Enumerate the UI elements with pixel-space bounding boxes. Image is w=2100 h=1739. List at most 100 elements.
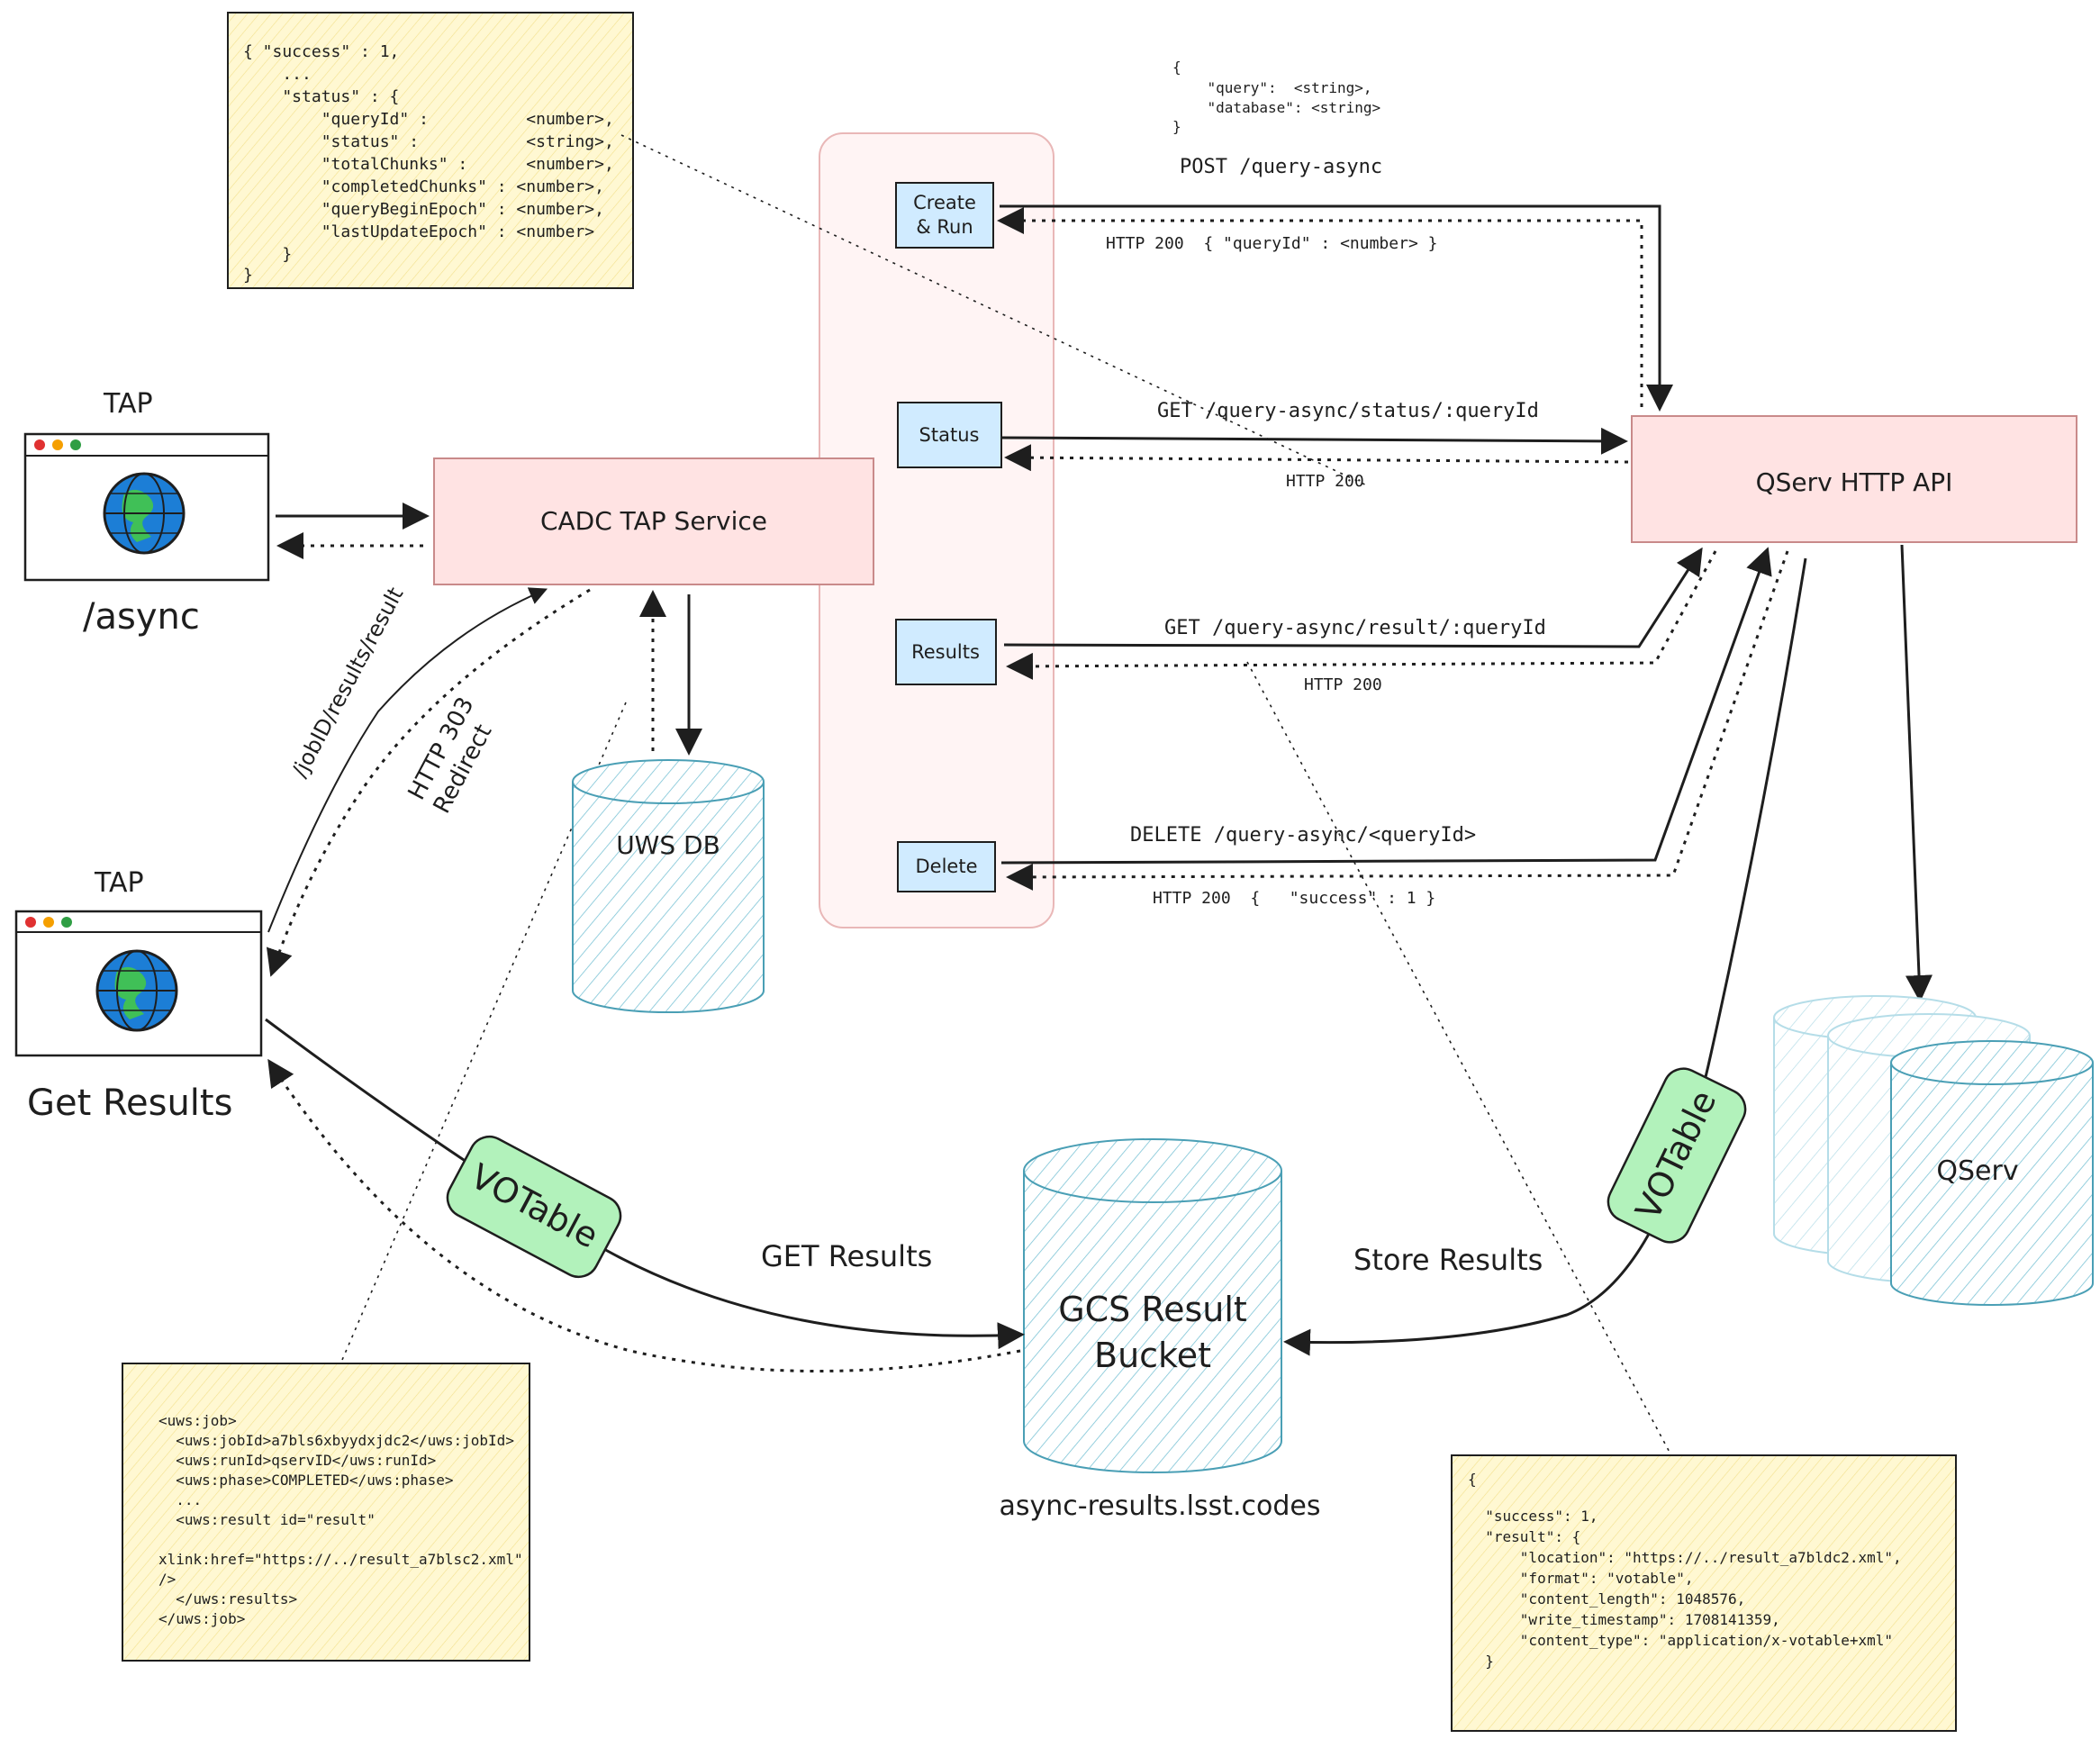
- window-maximize-dot: [61, 917, 72, 928]
- note-line: { "success" : 1,: [243, 42, 399, 61]
- result-request-arc: [267, 587, 548, 933]
- note-line: "content_type": "application/x-votable+x…: [1468, 1632, 1893, 1649]
- cadc-tap-service[interactable]: CADC TAP Service: [433, 457, 874, 585]
- post-response-label: HTTP 200 { "queryId" : <number> }: [1106, 234, 1437, 253]
- note-line: />: [158, 1571, 176, 1588]
- note-line: ...: [243, 65, 312, 84]
- gcs-bucket-label: Bucket: [1094, 1336, 1211, 1375]
- redirect-arc: [266, 588, 591, 977]
- note-line: "completedChunks" : <number>,: [243, 177, 604, 196]
- qserv-http-api[interactable]: QServ HTTP API: [1631, 415, 2077, 543]
- get-results-response-arrow: [267, 1058, 1021, 1372]
- globe-icon: [103, 472, 186, 555]
- votable-badge: VOTable: [1607, 1067, 1747, 1244]
- delete-label: Delete: [916, 856, 978, 877]
- votable-badge: VOTable: [446, 1135, 622, 1279]
- store-results-label: Store Results: [1353, 1243, 1543, 1277]
- note-line: ...: [158, 1491, 202, 1508]
- note-connector: [1246, 661, 1674, 1460]
- tap-results-client[interactable]: [14, 910, 263, 1057]
- note-line: <uws:jobId>a7bls6xbyydxjdc2</uws:jobId>: [158, 1432, 514, 1449]
- note-line: }: [243, 266, 253, 285]
- note-line: "write_timestamp": 1708141359,: [1468, 1611, 1780, 1628]
- note-line: "status" : <string>,: [243, 132, 614, 151]
- note-line: "location": "https://../result_a7bldc2.x…: [1468, 1549, 1902, 1566]
- result-request-arrow: [1003, 547, 1703, 648]
- status-label: Status: [919, 424, 980, 446]
- post-body-line: "query": <string>,: [1172, 79, 1372, 96]
- results-action[interactable]: Results: [895, 619, 997, 685]
- post-body-line: {: [1172, 59, 1181, 76]
- create-run-action[interactable]: Create & Run: [895, 182, 994, 249]
- status-json-note: { "success" : 1, ... "status" : { "query…: [227, 12, 634, 289]
- status-request-arrow: [1000, 427, 1628, 455]
- note-line: "result": {: [1468, 1528, 1580, 1545]
- window-maximize-dot: [70, 439, 81, 450]
- gcs-bucket-label: GCS Result: [1058, 1290, 1247, 1329]
- delete-request-arrow: [1000, 547, 1772, 865]
- note-line: <uws:runId>qservID</uws:runId>: [158, 1452, 436, 1469]
- uws-db-label: UWS DB: [616, 830, 720, 860]
- note-line: <uws:phase>COMPLETED</uws:phase>: [158, 1472, 454, 1489]
- get-results-label: GET Results: [761, 1239, 932, 1273]
- gcs-bucket-caption: async-results.lsst.codes: [999, 1490, 1320, 1522]
- uws-db: UWS DB: [572, 759, 765, 1013]
- gcs-result-bucket: GCS Result Bucket: [1023, 1138, 1282, 1473]
- cadc-tap-service-label: CADC TAP Service: [540, 506, 767, 536]
- note-line: {: [1468, 1471, 1477, 1488]
- results-label: Results: [911, 641, 980, 663]
- note-line: <uws:result id="result": [158, 1511, 376, 1528]
- note-line: "status" : {: [243, 87, 399, 106]
- qserv-db: QServ: [1773, 995, 2094, 1306]
- post-body-line: "database": <string>: [1172, 99, 1380, 116]
- tap-async-client[interactable]: [23, 432, 270, 582]
- tap-async-label: TAP: [103, 388, 153, 420]
- tap-async-caption: /async: [83, 596, 200, 638]
- post-body-text: { "query": <string>, "database": <string…: [1172, 59, 1380, 135]
- post-body-line: }: [1172, 118, 1181, 135]
- get-results-arrow: [265, 1018, 1025, 1350]
- globe-icon: [95, 949, 178, 1032]
- post-response-arrow: [997, 207, 1643, 407]
- result-response-label: HTTP 200: [1304, 675, 1382, 694]
- note-line: xlink:href="https://../result_a7blsc2.xm…: [158, 1551, 523, 1568]
- status-response-label: HTTP 200: [1286, 472, 1364, 491]
- status-action[interactable]: Status: [897, 402, 1002, 468]
- note-line: </uws:job>: [158, 1610, 245, 1627]
- note-line: "queryId" : <number>,: [243, 110, 614, 129]
- note-line: "success": 1,: [1468, 1508, 1598, 1525]
- result-request-label: GET /query-async/result/:queryId: [1164, 617, 1546, 639]
- tap-results-label: TAP: [94, 867, 144, 899]
- note-line: "totalChunks" : <number>,: [243, 155, 614, 174]
- note-line: }: [1468, 1653, 1494, 1670]
- window-minimize-dot: [43, 917, 54, 928]
- delete-action[interactable]: Delete: [897, 841, 996, 892]
- result-response-arrow: [1006, 550, 1717, 680]
- note-line: }: [243, 245, 292, 264]
- delete-response-label: HTTP 200 { "success" : 1 }: [1153, 889, 1435, 908]
- tap-results-caption: Get Results: [27, 1082, 232, 1124]
- delete-response-arrow: [1006, 550, 1789, 891]
- delete-request-label: DELETE /query-async/<queryId>: [1130, 824, 1476, 847]
- post-request-arrow: [1000, 204, 1673, 412]
- result-json-note: { "success": 1, "result": { "location": …: [1451, 1454, 1957, 1732]
- window-close-dot: [25, 917, 36, 928]
- create-run-label: Create: [913, 192, 976, 213]
- note-line: "format": "votable",: [1468, 1570, 1693, 1587]
- window-minimize-dot: [52, 439, 63, 450]
- note-connector: [341, 702, 627, 1361]
- qserv-db-label: QServ: [1936, 1155, 2018, 1187]
- note-line: <uws:job>: [158, 1412, 237, 1429]
- note-line: </uws:results>: [158, 1590, 297, 1608]
- status-request-label: GET /query-async/status/:queryId: [1157, 400, 1539, 422]
- status-response-arrow: [1004, 444, 1629, 472]
- window-close-dot: [34, 439, 45, 450]
- note-line: "lastUpdateEpoch" : <number>: [243, 222, 594, 241]
- qserv-http-api-label: QServ HTTP API: [1756, 467, 1953, 497]
- uws-job-note: <uws:job> <uws:jobId>a7bls6xbyydxjdc2</u…: [122, 1363, 530, 1662]
- note-line: "content_length": 1048576,: [1468, 1590, 1745, 1608]
- create-run-label: & Run: [916, 216, 973, 238]
- note-line: "queryBeginEpoch" : <number>,: [243, 200, 604, 219]
- post-request-label: POST /query-async: [1180, 156, 1382, 178]
